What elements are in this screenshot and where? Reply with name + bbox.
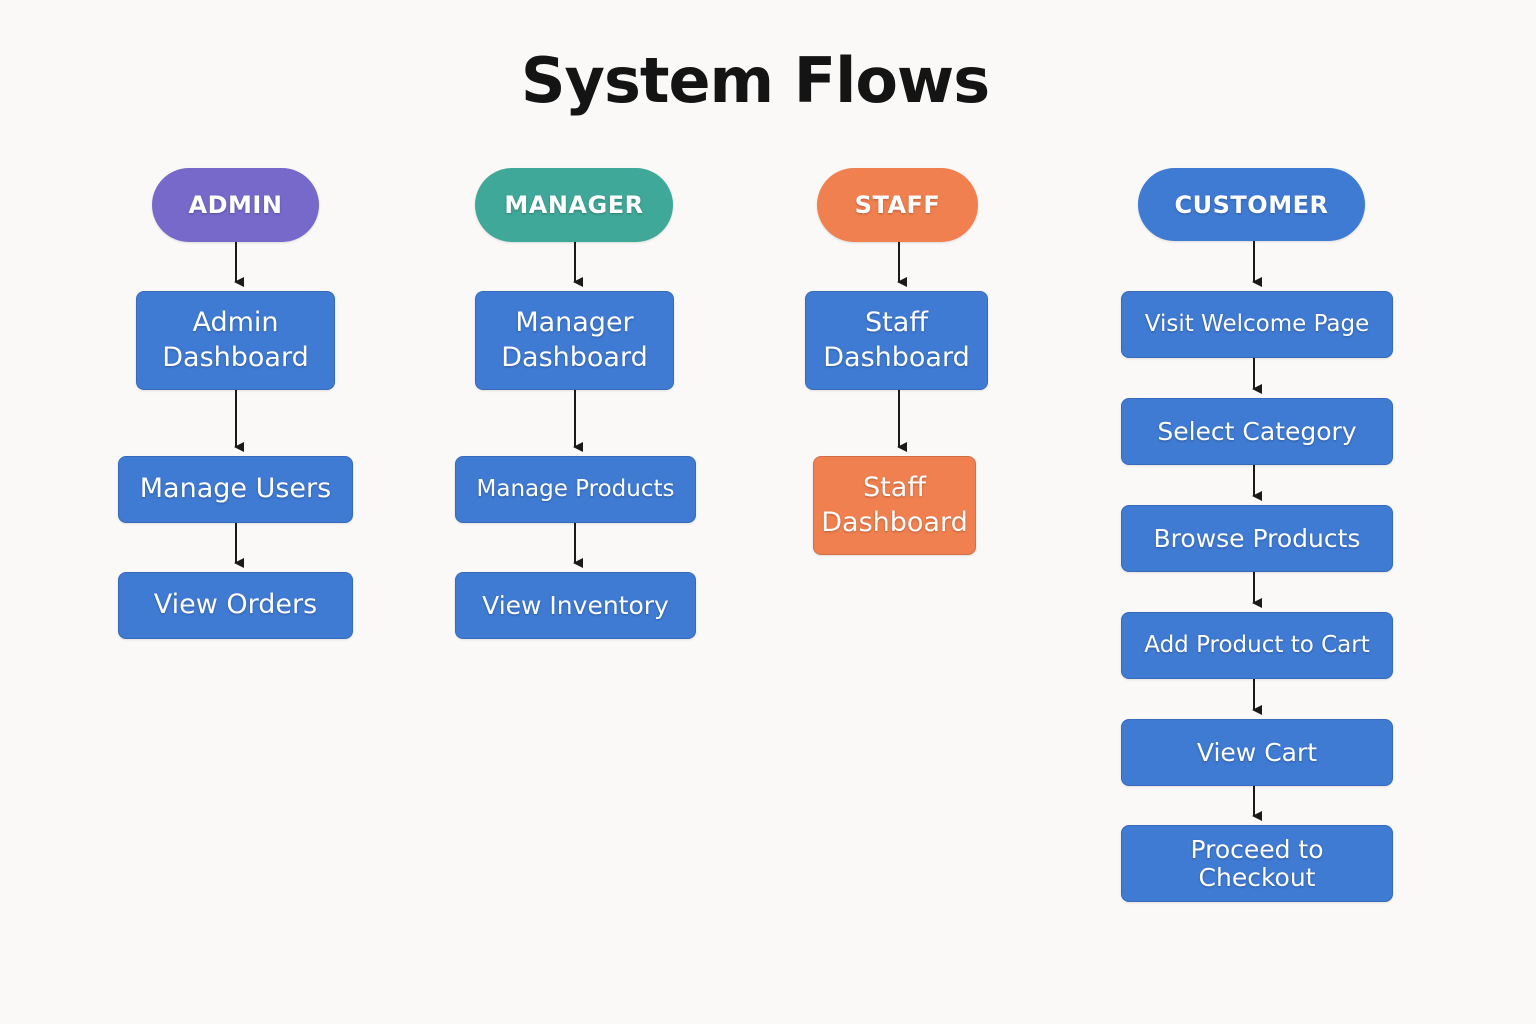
step-label: View Inventory [482, 590, 669, 620]
step-label: Browse Products [1153, 523, 1361, 553]
step-label: Manage Users [139, 473, 332, 505]
role-customer-label: CUSTOMER [1174, 190, 1329, 219]
role-customer: CUSTOMER [1138, 168, 1365, 241]
role-staff: STAFF [817, 168, 978, 242]
manager-dashboard-step: Manager Dashboard [475, 291, 674, 390]
step-label: Add Product to Cart [1144, 631, 1370, 658]
role-admin: ADMIN [152, 168, 319, 242]
view-cart-step: View Cart [1121, 719, 1393, 786]
view-inventory-step: View Inventory [455, 572, 696, 639]
step-label: Proceed to [1190, 835, 1324, 864]
role-manager: MANAGER [475, 168, 673, 242]
role-staff-label: STAFF [854, 191, 941, 219]
select-category-step: Select Category [1121, 398, 1393, 465]
step-label: Staff [865, 306, 928, 338]
step-label: Dashboard [821, 506, 968, 538]
step-label: Dashboard [501, 341, 648, 373]
step-label: View Orders [153, 589, 318, 621]
view-orders-step: View Orders [118, 572, 353, 639]
visit-welcome-page-step: Visit Welcome Page [1121, 291, 1393, 358]
role-manager-label: MANAGER [504, 191, 644, 219]
role-admin-label: ADMIN [188, 191, 283, 219]
step-label: Manage Products [476, 475, 675, 502]
step-label: Staff [863, 471, 926, 503]
proceed-to-checkout-step: Proceed to Checkout [1121, 825, 1393, 902]
step-label: Dashboard [162, 341, 309, 373]
browse-products-step: Browse Products [1121, 505, 1393, 572]
manage-users-step: Manage Users [118, 456, 353, 523]
page-title: System Flows [520, 44, 990, 117]
step-label: Visit Welcome Page [1144, 310, 1370, 337]
manage-products-step: Manage Products [455, 456, 696, 523]
step-label: Select Category [1157, 416, 1357, 446]
step-label: Dashboard [823, 341, 970, 373]
admin-dashboard-step: Admin Dashboard [136, 291, 335, 390]
staff-dashboard-step: Staff Dashboard [805, 291, 988, 390]
add-product-to-cart-step: Add Product to Cart [1121, 612, 1393, 679]
staff-dashboard-result-step: Staff Dashboard [813, 456, 976, 555]
step-label: Admin [192, 306, 279, 338]
step-label: Checkout [1198, 862, 1316, 892]
step-label: View Cart [1196, 737, 1318, 767]
step-label: Manager [515, 306, 634, 338]
